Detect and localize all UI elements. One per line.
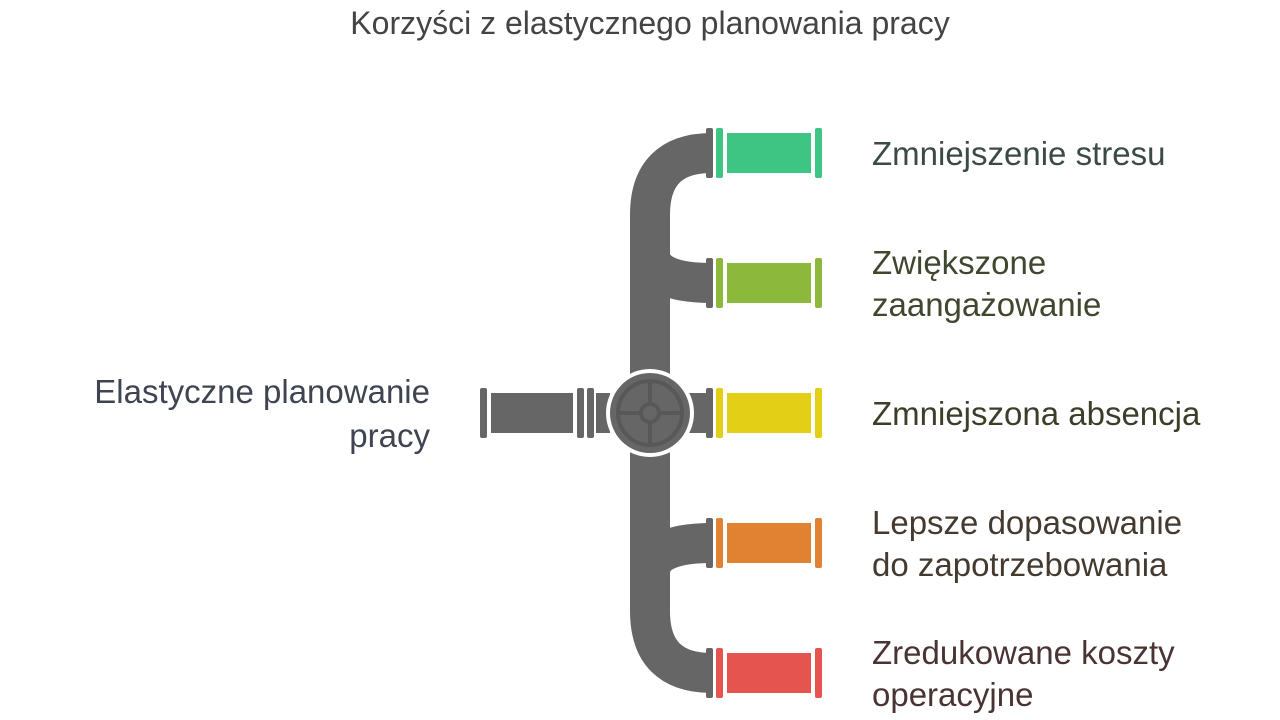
outlet-flange — [716, 128, 723, 178]
source-flange — [587, 388, 594, 438]
source-segment — [596, 393, 610, 433]
outlet-flange — [706, 258, 713, 308]
branch-label-line2: operacyjne — [872, 676, 1034, 713]
outlet-flange — [706, 388, 713, 438]
branch-label-absence: Zmniejszona absencja — [872, 393, 1272, 435]
branch-label-stress: Zmniejszenie stresu — [872, 133, 1272, 175]
outlet-segment — [727, 263, 811, 303]
branch-label-costs: Zredukowane koszty operacyjne — [872, 632, 1272, 716]
outlet-flange — [706, 128, 713, 178]
source-flange — [577, 388, 584, 438]
branch-label-demand-fit: Lepsze dopasowanie do zapotrzebowania — [872, 502, 1272, 586]
outlet-flange — [706, 648, 713, 698]
branch-outlets — [706, 128, 822, 698]
outlet-segment — [727, 133, 811, 173]
page-title: Korzyści z elastycznego planowania pracy — [350, 5, 950, 41]
branch-label-line2: zaangażowanie — [872, 286, 1102, 323]
source-label-line1: Elastyczne planowanie — [94, 373, 430, 410]
source-segment — [491, 393, 573, 433]
outlet-flange — [815, 518, 822, 568]
outlet-flange — [815, 648, 822, 698]
outlet-flange — [716, 258, 723, 308]
branch-label-line1: Zredukowane koszty — [872, 634, 1175, 671]
outlet-segment — [727, 523, 811, 563]
hub-center — [639, 402, 661, 424]
source-label-line2: pracy — [349, 417, 430, 454]
outlet-flange — [706, 518, 713, 568]
branch-label-line1: Zmniejszona absencja — [872, 395, 1201, 432]
branch-label-line1: Lepsze dopasowanie — [872, 504, 1183, 541]
source-label: Elastyczne planowanie pracy — [30, 370, 430, 458]
branch-label-line1: Zmniejszenie stresu — [872, 135, 1166, 172]
outlet-flange — [716, 648, 723, 698]
outlet-flange — [716, 388, 723, 438]
outlet-flange — [815, 258, 822, 308]
branch-label-line2: do zapotrzebowania — [872, 546, 1168, 583]
branch-label-engagement: Zwiększone zaangażowanie — [872, 242, 1272, 326]
outlet-flange — [716, 518, 723, 568]
outlet-flange — [815, 388, 822, 438]
valve-hub-icon — [606, 369, 694, 457]
outlet-flange — [815, 128, 822, 178]
pipe-elbow — [630, 250, 713, 303]
source-flange — [480, 388, 487, 438]
pipe-elbow — [630, 523, 713, 576]
branch-label-line1: Zwiększone — [872, 244, 1047, 281]
source-pipe — [480, 388, 610, 438]
outlet-segment — [727, 653, 811, 693]
outlet-segment — [727, 393, 811, 433]
